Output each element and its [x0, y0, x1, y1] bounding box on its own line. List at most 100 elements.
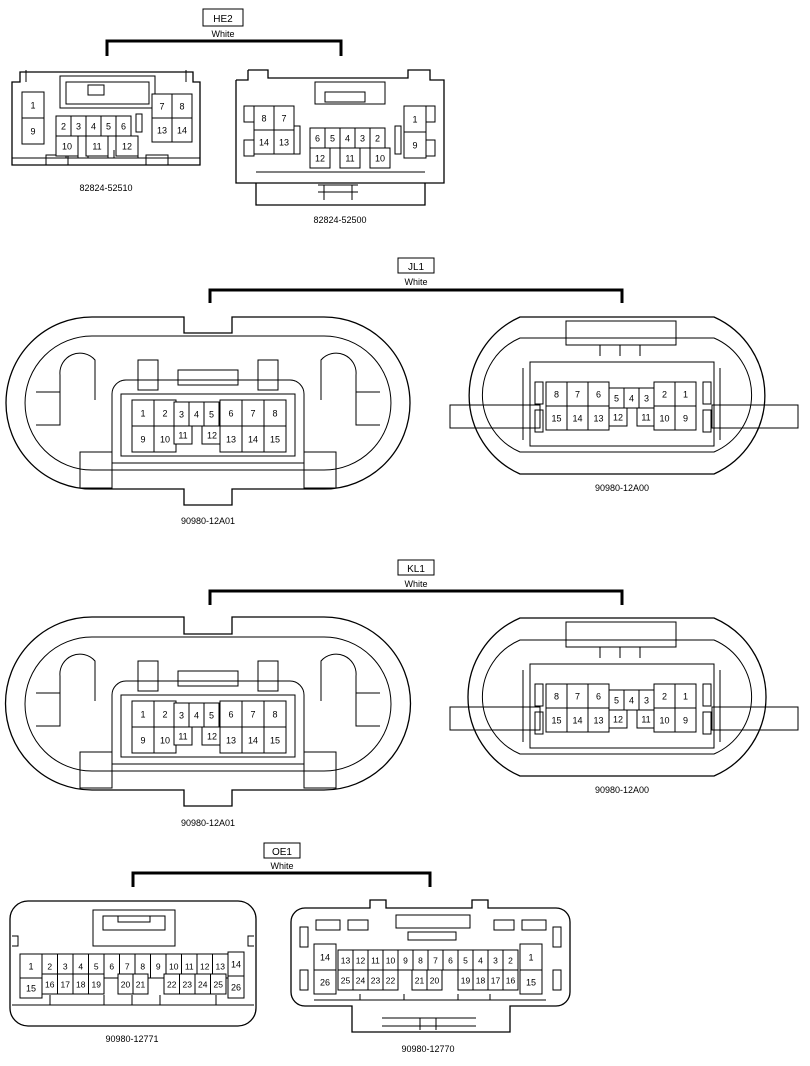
pin-number: 1 — [683, 390, 688, 400]
pin-number: 5 — [614, 394, 619, 404]
group-kl1: KL1 White 90980-12A01 90980-12A00 — [4, 559, 799, 828]
pin-number: 3 — [76, 122, 81, 132]
pin-number: 25 — [214, 980, 224, 990]
pin-number: 14 — [259, 138, 269, 148]
pin-number: 7 — [281, 114, 286, 124]
pin-number: 10 — [169, 962, 179, 972]
pin-number: 5 — [330, 134, 335, 144]
pin-number: 5 — [94, 962, 99, 972]
pin-number: 9 — [683, 716, 688, 726]
pin-number: 15 — [526, 978, 536, 988]
part-number: 90980-12771 — [105, 1034, 158, 1044]
pin-number: 11 — [641, 715, 650, 725]
pin-number: 5 — [106, 122, 111, 132]
connector-90980-12A01 — [5, 316, 411, 506]
pin-number: 4 — [345, 134, 350, 144]
pin-number: 8 — [554, 692, 559, 702]
pin-number: 4 — [629, 394, 634, 404]
pin-number: 20 — [121, 980, 131, 990]
pin-cell — [674, 405, 697, 431]
connector-code: KL1 — [407, 564, 425, 575]
code-box — [397, 559, 435, 576]
pin-number: 21 — [415, 976, 425, 986]
pin-number: 23 — [371, 976, 381, 986]
pin-number: 3 — [493, 956, 498, 966]
pin-number: 13 — [593, 414, 603, 424]
pin-number: 3 — [644, 394, 649, 404]
code-box — [397, 257, 435, 274]
pin-number: 9 — [156, 962, 161, 972]
pin-number: 3 — [360, 134, 365, 144]
pin-number: 1 — [412, 115, 417, 125]
pin-number: 8 — [272, 710, 277, 720]
connector-color: White — [404, 277, 427, 287]
pin-number: 16 — [45, 980, 55, 990]
pin-number: 12 — [613, 715, 623, 725]
pin-number: 7 — [159, 102, 164, 112]
pin-cell — [339, 147, 361, 169]
pin-number: 2 — [662, 390, 667, 400]
connector-82824-52510 — [11, 70, 201, 166]
pin-number: 5 — [209, 711, 214, 721]
pin-number: 2 — [375, 134, 380, 144]
connector-90980-12770 — [290, 899, 571, 1033]
group-oe1: OE1 White 90980-12771 90980-12770 — [9, 842, 571, 1054]
pin-number: 7 — [250, 409, 255, 419]
pin-number: 8 — [179, 102, 184, 112]
pin-number: 10 — [62, 142, 72, 152]
pin-cell — [263, 726, 287, 754]
pin-number: 14 — [248, 435, 258, 445]
pin-number: 6 — [596, 692, 601, 702]
connector-code: OE1 — [272, 847, 292, 858]
pin-number: 14 — [248, 736, 258, 746]
pin-cell — [309, 147, 331, 169]
connector-90980-12A01 — [4, 616, 412, 807]
pin-number: 12 — [613, 413, 623, 423]
pin-cell — [608, 407, 628, 427]
code-box — [202, 8, 244, 27]
pin-number: 24 — [356, 976, 366, 986]
pin-number: 12 — [200, 962, 210, 972]
pin-number: 8 — [140, 962, 145, 972]
pin-number: 2 — [162, 710, 167, 720]
pin-cell — [55, 135, 79, 157]
pin-number: 12 — [356, 956, 366, 966]
pin-number: 2 — [162, 409, 167, 419]
pin-number: 11 — [178, 431, 187, 441]
pin-number: 5 — [463, 956, 468, 966]
pin-number: 15 — [551, 716, 561, 726]
connector-code: HE2 — [213, 14, 233, 25]
pin-number: 6 — [596, 390, 601, 400]
pin-number: 1 — [528, 953, 533, 963]
pin-number: 10 — [160, 435, 170, 445]
pin-number: 14 — [572, 716, 582, 726]
pin-cell — [227, 975, 245, 999]
pin-number: 4 — [194, 711, 199, 721]
pin-number: 9 — [140, 736, 145, 746]
part-number: 82824-52510 — [79, 183, 132, 193]
pin-number: 24 — [198, 980, 208, 990]
pin-number: 2 — [47, 962, 52, 972]
pin-cell — [173, 726, 193, 746]
pin-number: 14 — [572, 414, 582, 424]
pin-number: 13 — [216, 962, 226, 972]
pin-number: 10 — [386, 956, 396, 966]
pin-number: 15 — [270, 435, 280, 445]
part-number: 90980-12A00 — [595, 483, 649, 493]
pin-number: 19 — [461, 976, 471, 986]
pin-number: 12 — [207, 431, 217, 441]
pin-number: 11 — [641, 413, 650, 423]
pin-number: 10 — [659, 716, 669, 726]
pin-cell — [403, 131, 427, 159]
pin-cell — [608, 709, 628, 729]
pin-cell — [171, 117, 193, 143]
pin-number: 6 — [121, 122, 126, 132]
pin-number: 6 — [228, 409, 233, 419]
pin-cell — [426, 969, 443, 991]
part-number: 90980-12A00 — [595, 785, 649, 795]
pin-cell — [519, 969, 543, 995]
pin-number: 18 — [476, 976, 486, 986]
pin-number: 1 — [30, 101, 35, 111]
connector-color: White — [270, 861, 293, 871]
